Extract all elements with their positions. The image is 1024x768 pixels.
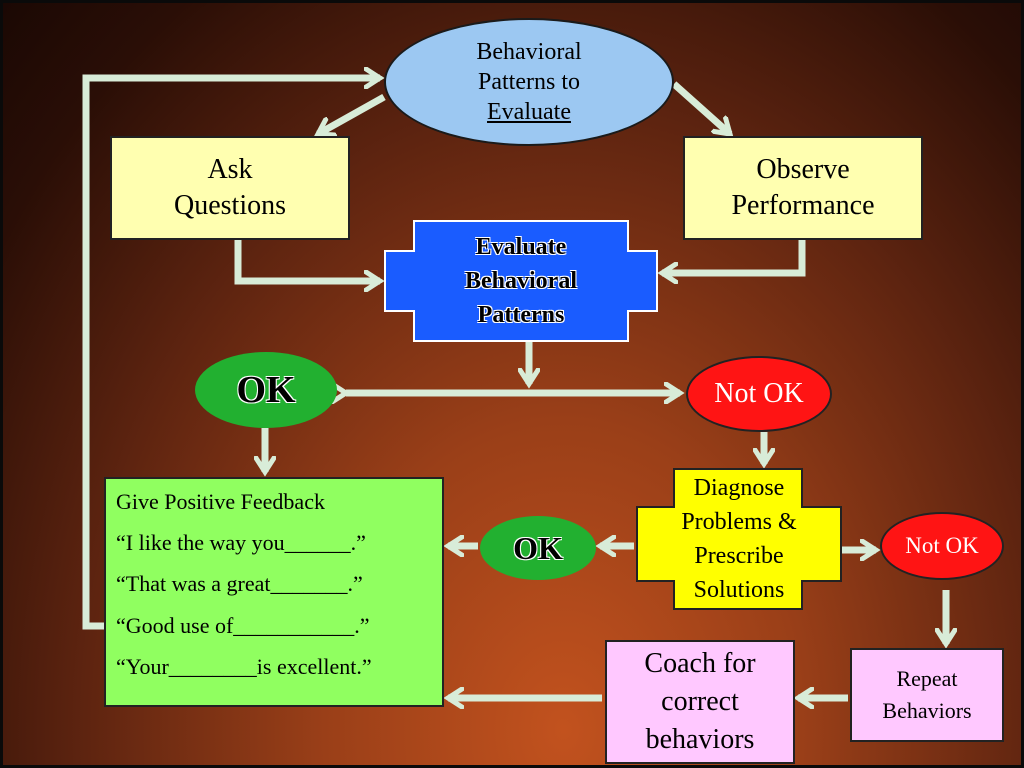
not-ok-top-label: Not OK [714, 378, 804, 409]
observe-performance-node: Observe Performance [683, 136, 923, 240]
ask-questions-line2: Questions [174, 190, 286, 221]
arrow-feedback-loop [82, 78, 380, 630]
diagnose-node: Diagnose Problems & Prescribe Solutions [636, 468, 842, 610]
evaluate-patterns-node: Evaluate Behavioral Patterns [384, 220, 658, 342]
ask-questions-line1: Ask [207, 154, 253, 185]
behavioral-patterns-node: Behavioral Patterns to Evaluate [384, 18, 674, 146]
coach-line3: behaviors [645, 724, 755, 755]
ok-top-label: OK [236, 369, 296, 411]
not-ok-top-node: Not OK [686, 356, 832, 432]
coach-line1: Coach for [644, 648, 756, 679]
ok-top-node: OK [195, 352, 337, 428]
diagnose-line4: Solutions [693, 577, 785, 603]
feedback-phrase: “Good use of___________.” [116, 612, 370, 638]
feedback-phrase: “Your________is excellent.” [116, 653, 372, 679]
feedback-phrase: “I like the way you______.” [116, 530, 366, 556]
not-ok-bottom-node: Not OK [880, 512, 1004, 580]
arrow-patterns-to-ask [318, 93, 386, 134]
not-ok-bottom-label: Not OK [905, 533, 979, 558]
positive-feedback-node: Give Positive Feedback “I like the way y… [104, 477, 444, 707]
diagnose-line3: Prescribe [694, 543, 784, 569]
repeat-line2: Behaviors [882, 698, 972, 723]
observe-performance-line2: Performance [731, 190, 875, 221]
behavioral-patterns-line3: Evaluate [487, 99, 571, 125]
positive-feedback-title: Give Positive Feedback [116, 489, 325, 514]
arrow-patterns-to-observe [671, 81, 730, 134]
repeat-line1: Repeat [896, 666, 958, 691]
repeat-node: Repeat Behaviors [850, 648, 1004, 742]
ok-bottom-label: OK [513, 529, 563, 566]
diagnose-shape [636, 468, 842, 610]
arrow-ask-to-evaluate [234, 240, 380, 281]
diagnose-line1: Diagnose [693, 475, 785, 501]
evaluate-patterns-line1: Evaluate [475, 234, 567, 260]
observe-performance-line1: Observe [756, 154, 850, 185]
ask-questions-node: Ask Questions [110, 136, 350, 240]
evaluate-patterns-line3: Patterns [477, 302, 565, 328]
coach-node: Coach for correct behaviors [605, 640, 795, 764]
coach-line2: correct [661, 686, 739, 717]
behavioral-patterns-line1: Behavioral [476, 39, 582, 65]
behavioral-patterns-line2: Patterns to [478, 69, 580, 95]
diagnose-line2: Problems & [681, 509, 797, 535]
evaluate-patterns-line2: Behavioral [465, 268, 577, 294]
evaluate-patterns-shape [384, 220, 658, 342]
feedback-phrase: “That was a great_______.” [116, 571, 363, 597]
ok-bottom-node: OK [480, 516, 596, 580]
arrow-observe-to-evaluate [662, 240, 806, 273]
